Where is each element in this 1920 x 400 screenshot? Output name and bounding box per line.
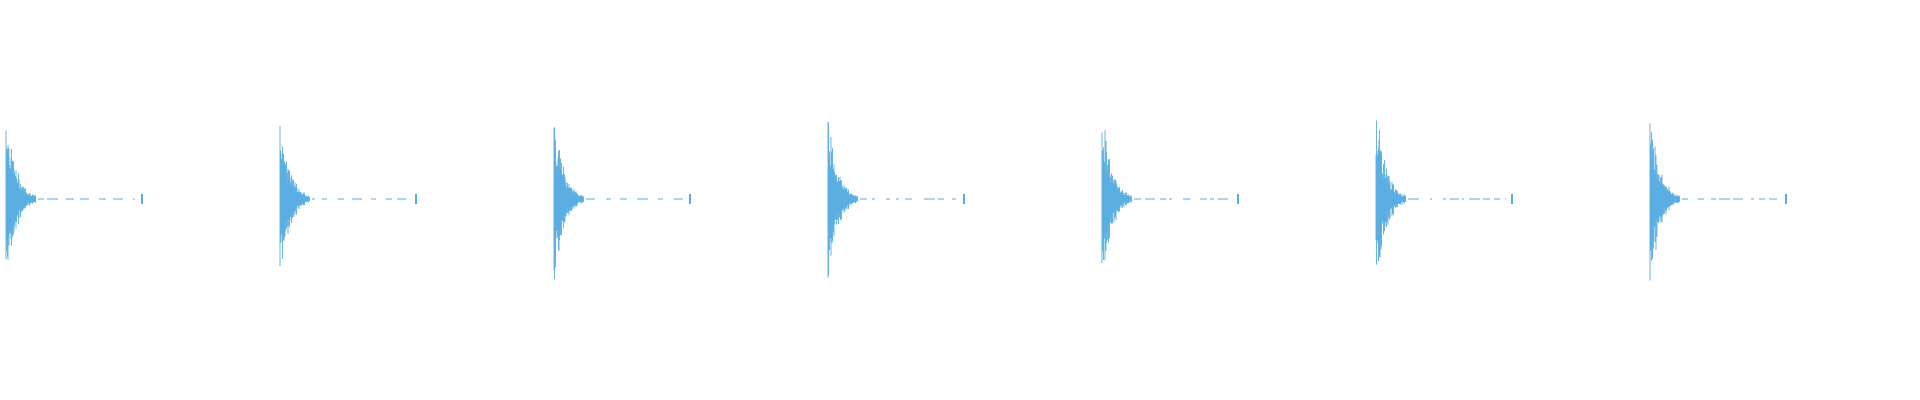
waveform-burst [1649, 123, 1787, 281]
waveform-clips-layer [5, 120, 1787, 281]
waveform-burst [553, 127, 691, 280]
waveform-burst [1101, 130, 1239, 264]
waveform-burst [5, 130, 143, 260]
waveform-burst [1375, 120, 1513, 265]
waveform-burst [827, 122, 965, 278]
waveform-burst [279, 125, 417, 267]
